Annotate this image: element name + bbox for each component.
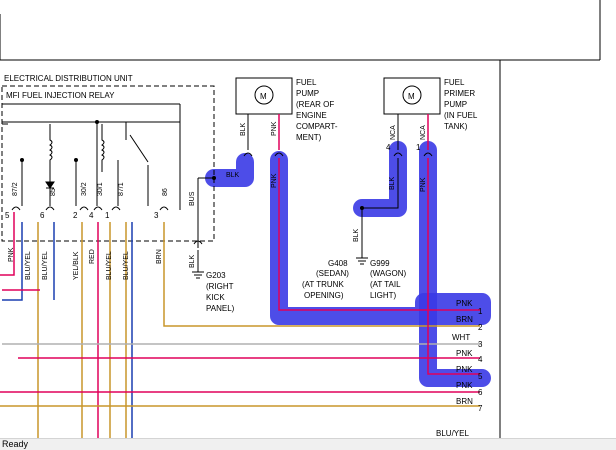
svg-text:PNK: PNK [456, 365, 473, 374]
svg-text:(SEDAN): (SEDAN) [316, 269, 349, 278]
wire-label: BLU/YEL [42, 251, 49, 280]
pin-num: 1 [105, 211, 110, 220]
svg-text:PUMP: PUMP [444, 100, 467, 109]
svg-text:PUMP: PUMP [296, 89, 319, 98]
svg-text:MENT): MENT) [296, 133, 322, 142]
svg-text:KICK: KICK [206, 293, 225, 302]
pnk-wire-1 [278, 158, 480, 311]
svg-text:PNK: PNK [456, 299, 473, 308]
blk-route-label: BLK [389, 176, 396, 190]
blk-ground-label: BLK [189, 254, 196, 268]
svg-text:WHT: WHT [452, 333, 470, 342]
svg-text:BLU/YEL: BLU/YEL [436, 429, 469, 438]
highlight-blk-bus [205, 153, 254, 187]
relay-title: MFI FUEL INJECTION RELAY [6, 91, 115, 100]
svg-text:PNK: PNK [456, 349, 473, 358]
status-bar: Ready [0, 438, 616, 450]
pin-label: 87/1 [118, 182, 125, 196]
pin-num: 4 [89, 211, 94, 220]
wire-label: BRN [156, 249, 163, 264]
wiring-diagram: ELECTRICAL DISTRIBUTION UNIT MFI FUEL IN… [0, 0, 601, 438]
svg-text:5: 5 [478, 372, 483, 381]
svg-text:3: 3 [478, 340, 483, 349]
svg-text:(RIGHT: (RIGHT [206, 282, 234, 291]
svg-text:G203: G203 [206, 271, 226, 280]
pnk-route-label: PNK [271, 173, 278, 188]
pin-label: 87/2 [12, 182, 19, 196]
svg-text:COMPART-: COMPART- [296, 122, 338, 131]
svg-text:FUEL: FUEL [296, 78, 317, 87]
svg-text:PRIMER: PRIMER [444, 89, 475, 98]
bus-label: BUS [189, 191, 196, 206]
blk-down-label: BLK [353, 228, 360, 242]
pnk-route2-label: PNK [420, 177, 427, 192]
svg-text:4: 4 [386, 143, 391, 152]
motor-symbol: M [408, 92, 415, 101]
wire-label: RED [89, 249, 96, 264]
svg-text:2: 2 [478, 323, 483, 332]
relay-pin-numbers: 5 6 2 4 1 3 [5, 211, 159, 220]
svg-text:(REAR OF: (REAR OF [296, 100, 334, 109]
wire-label: BLU/YEL [25, 251, 32, 280]
wire-label: PNK [8, 247, 15, 262]
svg-text:1: 1 [478, 307, 483, 316]
wire-label: BLU/YEL [106, 251, 113, 280]
ground-g408-g999: G408 (SEDAN) (AT TRUNK OPENING) G999 (WA… [302, 240, 406, 300]
svg-text:ENGINE: ENGINE [296, 111, 327, 120]
svg-text:4: 4 [478, 355, 483, 364]
connector-rows: PNK 1 BRN 2 WHT 3 PNK 4 PNK 5 PNK 6 BRN … [436, 299, 483, 438]
svg-text:G999: G999 [370, 259, 390, 268]
relay-wire-labels: PNK BLU/YEL BLU/YEL YEL/BLK RED BLU/YEL … [8, 247, 163, 280]
svg-text:(WAGON): (WAGON) [370, 269, 406, 278]
pin-label: 30/1 [97, 182, 104, 196]
pin-label: 30/2 [81, 182, 88, 196]
relay-internals [2, 120, 180, 206]
svg-text:NCA: NCA [390, 125, 397, 140]
svg-text:7: 7 [478, 404, 483, 413]
blk-wire-primer [361, 158, 399, 240]
svg-text:(IN FUEL: (IN FUEL [444, 111, 478, 120]
edu-box [1, 85, 215, 242]
svg-text:TANK): TANK) [444, 122, 468, 131]
svg-text:BRN: BRN [456, 397, 473, 406]
edu-title: ELECTRICAL DISTRIBUTION UNIT [4, 74, 133, 83]
pnk-wire-5 [427, 158, 480, 375]
svg-text:NCA: NCA [420, 125, 427, 140]
svg-text:OPENING): OPENING) [304, 291, 344, 300]
blk-bus-label: BLK [226, 172, 240, 179]
svg-text:G408: G408 [328, 259, 348, 268]
svg-text:(AT TRUNK: (AT TRUNK [302, 280, 344, 289]
pin-label: 85 [50, 188, 57, 196]
diagram-viewer[interactable]: ELECTRICAL DISTRIBUTION UNIT MFI FUEL IN… [0, 0, 616, 438]
pin-num: 6 [40, 211, 45, 220]
pin-num: 3 [154, 211, 159, 220]
svg-text:PNK: PNK [271, 121, 278, 136]
relay-pin-labels: 87/2 85 30/2 30/1 87/1 86 [12, 182, 169, 196]
pin-num: 2 [73, 211, 78, 220]
status-text: Ready [2, 439, 29, 449]
relay-connectors [11, 206, 169, 211]
svg-text:BLK: BLK [240, 122, 247, 136]
svg-text:PANEL): PANEL) [206, 304, 235, 313]
svg-text:PNK: PNK [456, 381, 473, 390]
relay-wires [0, 212, 480, 438]
svg-text:1: 1 [416, 143, 421, 152]
wire-label: YEL/BLK [73, 251, 80, 280]
wire-label: BLU/YEL [123, 251, 130, 280]
pin-num: 5 [5, 211, 10, 220]
svg-text:FUEL: FUEL [444, 78, 465, 87]
ground-g203: BUS BLK G203 (RIGHT KICK PANEL) [189, 177, 235, 313]
fuel-pump: M BLK PNK FUEL PUMP (REAR OF ENGINE COMP… [235, 77, 338, 157]
fuel-primer-pump: M NCA NCA 4 1 FUEL PRIMER PUMP (IN FUEL … [383, 77, 478, 157]
svg-text:BRN: BRN [456, 315, 473, 324]
svg-text:(AT TAIL: (AT TAIL [370, 280, 401, 289]
svg-text:6: 6 [478, 388, 483, 397]
pin-label: 86 [162, 188, 169, 196]
svg-text:LIGHT): LIGHT) [370, 291, 397, 300]
motor-symbol: M [260, 92, 267, 101]
